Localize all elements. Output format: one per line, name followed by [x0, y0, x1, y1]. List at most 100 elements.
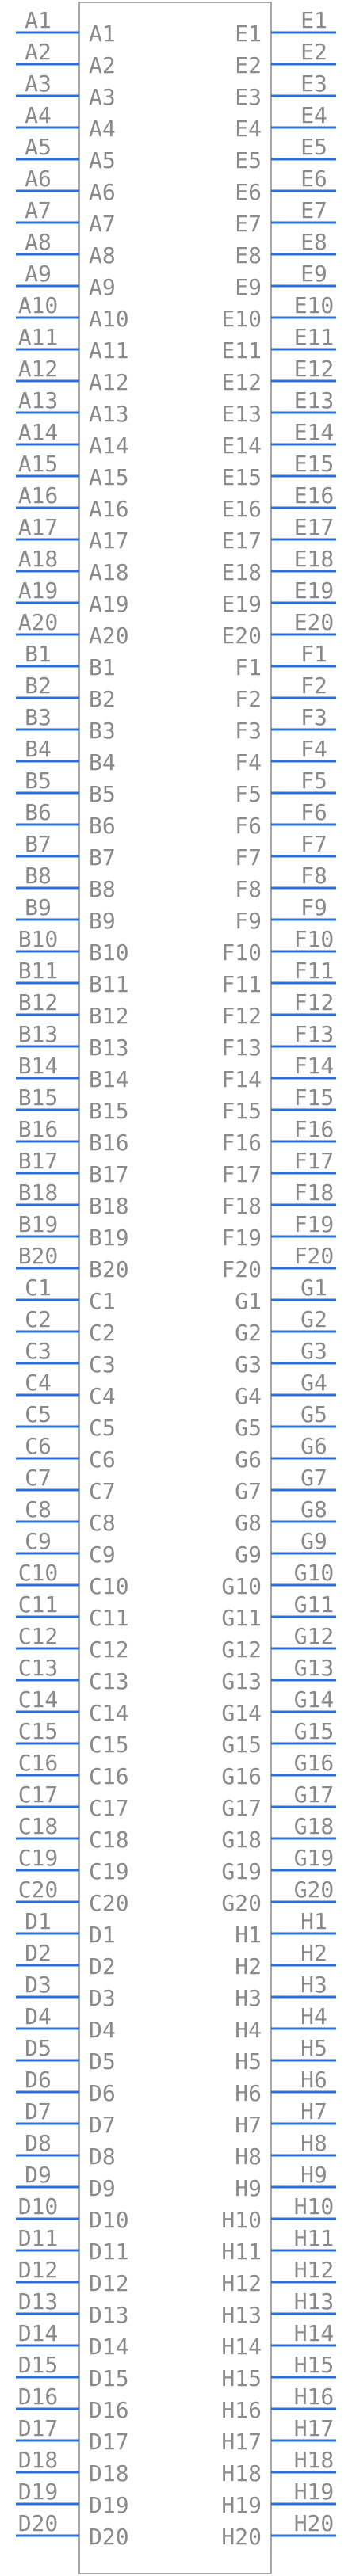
pin-name-label: D2 — [89, 1953, 116, 1980]
pin-number-label: E18 — [294, 546, 335, 572]
pin-name-label: H6 — [235, 2080, 262, 2106]
pin-number-label: C1 — [25, 1275, 52, 1301]
pin-number-label: C13 — [18, 1655, 59, 1681]
pin-number-label: G1 — [300, 1275, 327, 1301]
pin-number-label: D13 — [18, 2288, 59, 2315]
pin-name-label: E16 — [221, 496, 262, 522]
pin-name-label: D9 — [89, 2175, 116, 2201]
pin-name-label: A19 — [89, 591, 129, 617]
pin-name-label: G18 — [221, 1827, 262, 1853]
pin-number-label: C9 — [25, 1528, 52, 1554]
pin-name-label: D3 — [89, 1985, 116, 2011]
pin-name-label: B19 — [89, 1225, 129, 1251]
pin-number-label: B4 — [25, 736, 52, 762]
pin-number-label: F3 — [300, 704, 327, 730]
pin-number-label: B19 — [18, 1211, 59, 1237]
pin-number-label: C6 — [25, 1433, 52, 1459]
pin-number-label: B12 — [18, 989, 59, 1016]
pin-number-label: F5 — [300, 768, 327, 794]
pin-number-label: C16 — [18, 1750, 59, 1776]
pin-name-label: F19 — [221, 1225, 262, 1251]
pin-name-label: G13 — [221, 1668, 262, 1694]
pin-name-label: H13 — [221, 2302, 262, 2328]
pin-number-label: C4 — [25, 1370, 52, 1396]
pin-number-label: H7 — [300, 2098, 327, 2124]
pin-number-label: H3 — [300, 1972, 327, 1998]
pin-name-label: G10 — [221, 1573, 262, 1599]
pin-name-label: D10 — [89, 2207, 129, 2233]
pin-name-label: D12 — [89, 2270, 129, 2296]
pin-name-label: G3 — [235, 1351, 262, 1378]
pin-name-label: G5 — [235, 1415, 262, 1441]
pin-name-label: B16 — [89, 1130, 129, 1156]
pin-name-label: H14 — [221, 2334, 262, 2360]
pin-number-label: H12 — [294, 2257, 335, 2283]
pin-number-label: H8 — [300, 2130, 327, 2156]
pin-number-label: C8 — [25, 1496, 52, 1522]
pin-name-label: A3 — [89, 84, 116, 110]
pin-number-label: B16 — [18, 1116, 59, 1142]
pin-name-label: E20 — [221, 623, 262, 649]
pin-number-label: G12 — [294, 1623, 335, 1649]
pin-number-label: H6 — [300, 2067, 327, 2093]
pin-number-label: D4 — [25, 2003, 52, 2029]
pin-name-label: G17 — [221, 1795, 262, 1821]
pin-name-label: B8 — [89, 876, 116, 902]
pin-name-label: C13 — [89, 1668, 129, 1694]
pin-number-label: E8 — [300, 229, 327, 255]
pin-number-label: G3 — [300, 1338, 327, 1364]
pin-number-label: D16 — [18, 2384, 59, 2410]
pin-number-label: B10 — [18, 926, 59, 952]
pin-number-label: E9 — [300, 261, 327, 287]
pin-name-label: C17 — [89, 1795, 129, 1821]
pin-name-label: C19 — [89, 1858, 129, 1884]
pin-name-label: H2 — [235, 1953, 262, 1980]
pin-name-label: A11 — [89, 337, 129, 364]
pin-number-label: C2 — [25, 1306, 52, 1332]
pin-name-label: E18 — [221, 559, 262, 585]
pin-name-label: C4 — [89, 1383, 116, 1409]
pin-number-label: H13 — [294, 2288, 335, 2315]
pin-number-label: D15 — [18, 2352, 59, 2378]
pin-number-label: D10 — [18, 2193, 59, 2220]
pin-name-label: F12 — [221, 1003, 262, 1029]
pin-number-label: C17 — [18, 1781, 59, 1808]
pin-name-label: D17 — [89, 2429, 129, 2455]
pin-name-label: D7 — [89, 2112, 116, 2138]
